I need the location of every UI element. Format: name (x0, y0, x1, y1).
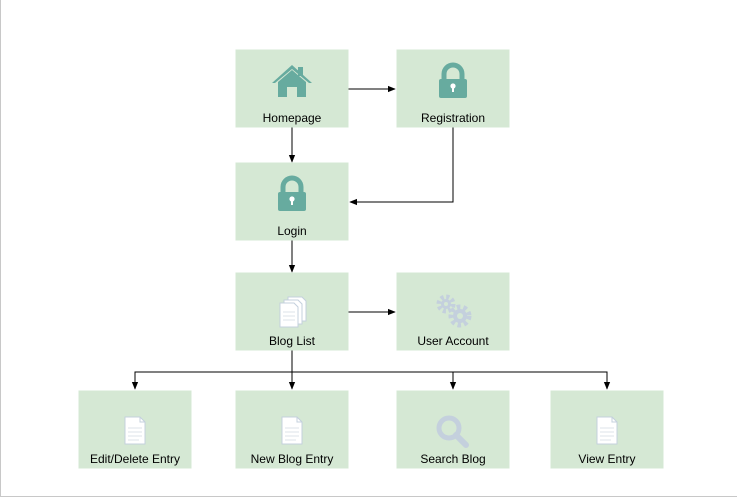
node-view-entry[interactable]: View Entry (550, 390, 664, 469)
lock-icon (278, 175, 306, 211)
node-login-label: Login (277, 224, 306, 238)
document-icon (596, 416, 618, 445)
node-login[interactable]: Login (235, 162, 349, 241)
home-icon (272, 65, 312, 97)
documents-icon (279, 296, 307, 328)
nodes-layer: Homepage Registration Login (78, 49, 664, 469)
document-icon (281, 416, 303, 445)
node-new-blog-entry[interactable]: New Blog Entry (235, 390, 349, 469)
edge-registration-to-login (349, 127, 454, 206)
node-blog-list-label: Blog List (269, 334, 316, 348)
node-search-blog-label: Search Blog (420, 452, 485, 466)
node-edit-delete-entry[interactable]: Edit/Delete Entry (78, 390, 192, 469)
node-new-blog-entry-label: New Blog Entry (251, 452, 334, 466)
node-blog-list[interactable]: Blog List (235, 272, 349, 351)
node-homepage[interactable]: Homepage (235, 49, 349, 128)
edges-layer (131, 85, 611, 390)
edge-blog-list-to-view-entry (291, 350, 611, 390)
node-homepage-label: Homepage (263, 111, 322, 125)
canvas-left-border (0, 0, 1, 497)
search-icon (436, 415, 469, 448)
node-user-account[interactable]: User Account (396, 272, 510, 351)
node-search-blog[interactable]: Search Blog (396, 390, 510, 469)
node-registration[interactable]: Registration (396, 49, 510, 128)
node-search-blog-box (396, 390, 510, 469)
node-edit-delete-entry-label: Edit/Delete Entry (90, 452, 180, 466)
node-user-account-label: User Account (417, 334, 489, 348)
edge-blog-list-to-edit-delete-entry (131, 350, 293, 390)
lock-icon (439, 62, 467, 98)
node-registration-label: Registration (421, 111, 485, 125)
gears-icon (436, 294, 472, 328)
node-view-entry-label: View Entry (578, 452, 635, 466)
node-homepage-box (235, 49, 349, 128)
document-icon (124, 416, 146, 445)
edge-blog-list-to-search-blog (291, 350, 457, 390)
